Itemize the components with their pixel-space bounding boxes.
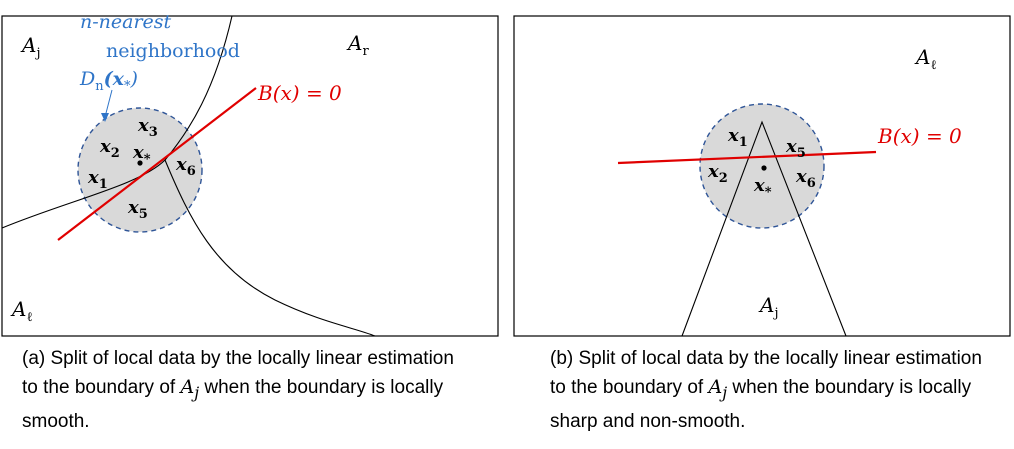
point-x5-a: x5	[127, 197, 148, 222]
linear-boundary-line-b	[617, 150, 877, 165]
point-x3-a: x3	[137, 115, 158, 140]
nearest-line3: Dn(x*)	[79, 68, 138, 94]
panel-a: Aj Ar Aℓ n-nearest neighborhood Dn(x*) B…	[1, 11, 499, 337]
point-x5-b: x5	[785, 136, 806, 161]
x-star-dot	[137, 160, 143, 166]
point-xstar-b: x*	[753, 175, 772, 200]
point-xstar-a: x*	[132, 142, 151, 167]
label-aj-b: Aj	[758, 293, 778, 321]
linear-boundary-line	[57, 87, 257, 241]
point-x1-b: x1	[727, 125, 748, 150]
panel-b: Aℓ Aj B(x) = 0 x1 x5 x2 x6 x*	[513, 15, 1011, 337]
caption-a: (a) Split of local data by the locally l…	[22, 348, 454, 432]
label-aj: Aj	[20, 33, 40, 61]
boundary-label-b: B(x) = 0	[877, 124, 962, 148]
boundary-label-a: B(x) = 0	[257, 81, 342, 105]
label-al-b: Aℓ	[914, 45, 937, 73]
point-x6-b: x6	[795, 166, 816, 191]
boundary-al-curve	[164, 159, 376, 337]
x-star-dot-b	[761, 165, 767, 171]
wedge-boundary	[681, 120, 847, 337]
neighborhood-arrowhead	[101, 113, 109, 122]
neighborhood-circle-b	[699, 103, 825, 229]
point-x2-b: x2	[707, 161, 728, 186]
panel-a-frame	[1, 15, 499, 337]
point-x2-a: x2	[99, 136, 120, 161]
label-al: Aℓ	[10, 297, 33, 325]
neighborhood-arrow	[104, 89, 113, 118]
label-ar: Ar	[346, 31, 369, 59]
nearest-line1: n-nearest	[80, 11, 172, 33]
nearest-line2: neighborhood	[106, 40, 240, 62]
point-x6-a: x6	[175, 154, 196, 179]
point-x1-a: x1	[87, 167, 108, 192]
caption-b: (b) Split of local data by the locally l…	[550, 348, 982, 432]
